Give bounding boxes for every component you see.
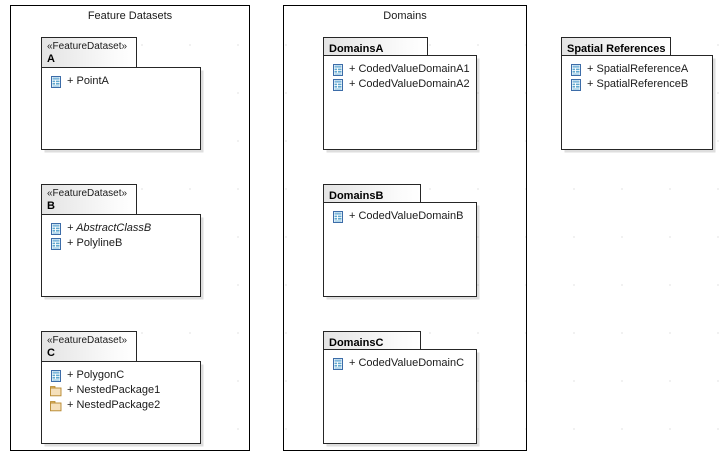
package-tab-domains-b[interactable]: DomainsB <box>323 184 421 203</box>
member-row[interactable]: + PolygonC <box>42 368 200 383</box>
frame-title-feature-datasets: Feature Datasets <box>87 10 173 22</box>
package-name: DomainsB <box>329 190 384 202</box>
class-icon <box>333 78 343 91</box>
frame-domains[interactable]: Domains <box>283 5 527 451</box>
class-icon <box>51 75 61 88</box>
package-stereotype: «FeatureDataset» <box>47 335 128 346</box>
member-row[interactable]: + CodedValueDomainB <box>324 209 476 224</box>
package-feature-dataset-c[interactable]: «FeatureDataset» C + PolygonC <box>41 331 201 444</box>
member-label: + NestedPackage2 <box>67 399 161 411</box>
member-label: + SpatialReferenceA <box>587 63 689 75</box>
package-body-domains-a[interactable]: + CodedValueDomainA1 + CodedValueDomainA… <box>323 55 477 150</box>
package-domains-c[interactable]: DomainsC + CodedValueDomainC <box>323 331 477 444</box>
package-name: C <box>47 347 55 359</box>
member-label: + PointA <box>67 75 109 87</box>
package-name: B <box>47 200 55 212</box>
package-tab-spatial-references[interactable]: Spatial References <box>561 37 671 56</box>
frame-feature-datasets[interactable]: Feature Datasets <box>10 5 250 451</box>
member-label: + CodedValueDomainB <box>349 210 464 222</box>
package-body-feature-dataset-c[interactable]: + PolygonC + NestedPackage1 + NestedPack… <box>41 361 201 444</box>
member-row[interactable]: + PointA <box>42 74 200 89</box>
member-label: + CodedValueDomainC <box>349 357 465 369</box>
frame-title-domains: Domains <box>383 10 427 22</box>
package-tab-feature-dataset-b[interactable]: «FeatureDataset» B <box>41 184 137 215</box>
member-row[interactable]: + PolylineB <box>42 236 200 251</box>
member-row[interactable]: + CodedValueDomainA1 <box>324 62 476 77</box>
package-name: A <box>47 53 55 65</box>
member-label: + AbstractClassB <box>67 222 152 234</box>
package-feature-dataset-a[interactable]: «FeatureDataset» A + PointA <box>41 37 201 150</box>
package-body-domains-c[interactable]: + CodedValueDomainC <box>323 349 477 444</box>
package-body-spatial-references[interactable]: + SpatialReferenceA + SpatialReferenceB <box>561 55 713 150</box>
class-icon <box>51 369 61 382</box>
package-folder-icon <box>50 385 62 396</box>
member-label: + CodedValueDomainA2 <box>349 78 470 90</box>
package-feature-dataset-b[interactable]: «FeatureDataset» B + AbstractClassB <box>41 184 201 297</box>
member-row[interactable]: + SpatialReferenceB <box>562 77 712 92</box>
class-icon <box>51 222 61 235</box>
package-spatial-references[interactable]: Spatial References + SpatialReferenceA <box>561 37 713 150</box>
package-tab-feature-dataset-a[interactable]: «FeatureDataset» A <box>41 37 137 68</box>
package-domains-b[interactable]: DomainsB + CodedValueDomainB <box>323 184 477 297</box>
package-name: Spatial References <box>567 43 666 55</box>
package-body-domains-b[interactable]: + CodedValueDomainB <box>323 202 477 297</box>
member-row[interactable]: + SpatialReferenceA <box>562 62 712 77</box>
package-stereotype: «FeatureDataset» <box>47 188 128 199</box>
package-tab-feature-dataset-c[interactable]: «FeatureDataset» C <box>41 331 137 362</box>
member-label: + CodedValueDomainA1 <box>349 63 470 75</box>
package-body-feature-dataset-a[interactable]: + PointA <box>41 67 201 150</box>
member-label: + NestedPackage1 <box>67 384 161 396</box>
member-row[interactable]: + CodedValueDomainC <box>324 356 476 371</box>
member-label: + PolygonC <box>67 369 125 381</box>
member-row[interactable]: + NestedPackage2 <box>42 398 200 413</box>
class-icon <box>333 357 343 370</box>
package-name: DomainsA <box>329 43 384 55</box>
package-stereotype: «FeatureDataset» <box>47 41 128 52</box>
member-row[interactable]: + CodedValueDomainA2 <box>324 77 476 92</box>
package-body-feature-dataset-b[interactable]: + AbstractClassB + PolylineB <box>41 214 201 297</box>
member-label: + SpatialReferenceB <box>587 78 689 90</box>
package-folder-icon <box>50 400 62 411</box>
member-row[interactable]: + NestedPackage1 <box>42 383 200 398</box>
member-row[interactable]: + AbstractClassB <box>42 221 200 236</box>
class-icon <box>333 210 343 223</box>
class-icon <box>571 63 581 76</box>
class-icon <box>51 237 61 250</box>
class-icon <box>571 78 581 91</box>
package-tab-domains-c[interactable]: DomainsC <box>323 331 421 350</box>
member-label: + PolylineB <box>67 237 123 249</box>
package-tab-domains-a[interactable]: DomainsA <box>323 37 428 56</box>
package-domains-a[interactable]: DomainsA + CodedValueDomainA1 <box>323 37 477 150</box>
class-icon <box>333 63 343 76</box>
package-name: DomainsC <box>329 337 384 349</box>
